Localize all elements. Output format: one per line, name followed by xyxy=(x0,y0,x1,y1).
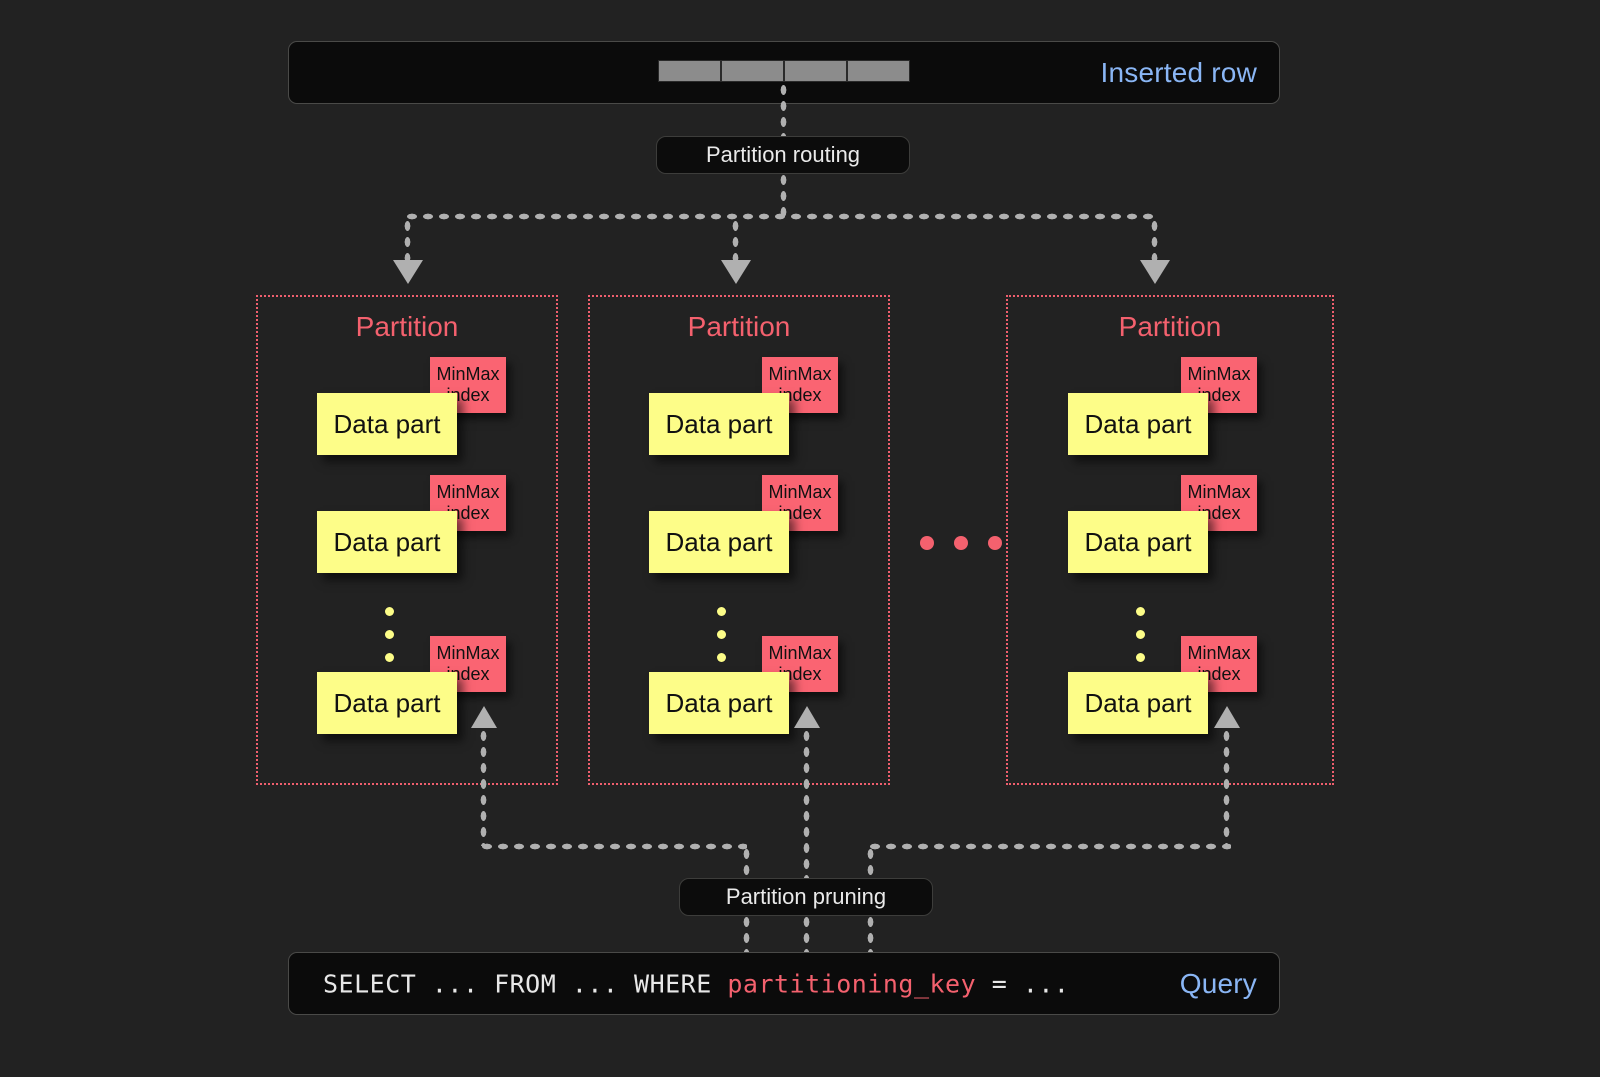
arrow-down-icon xyxy=(721,260,751,284)
vertical-ellipsis xyxy=(1136,607,1145,662)
data-part-box: Data part xyxy=(649,393,789,455)
partition-title: Partition xyxy=(687,311,791,342)
ellipsis-dot xyxy=(1136,630,1145,639)
dotted-connector-icon xyxy=(779,172,788,218)
ellipsis-dot xyxy=(385,630,394,639)
ellipsis-dot xyxy=(717,607,726,616)
partition-title: Partition xyxy=(355,311,459,342)
arrow-down-icon xyxy=(393,260,423,284)
dotted-connector-icon xyxy=(404,212,1159,221)
data-part-box: Data part xyxy=(317,672,457,734)
row-cell xyxy=(721,60,784,82)
inserted-row-label: Inserted row xyxy=(1100,56,1257,88)
dotted-connector-icon xyxy=(742,846,751,882)
dotted-connector-icon xyxy=(731,218,740,264)
dotted-connector-icon xyxy=(1222,728,1231,846)
dotted-connector-icon xyxy=(779,82,788,138)
vertical-ellipsis xyxy=(385,607,394,662)
ellipsis-dot xyxy=(1136,607,1145,616)
ellipsis-dot xyxy=(717,653,726,662)
dotted-connector-icon xyxy=(866,846,875,882)
arrow-up-icon xyxy=(794,706,820,728)
inserted-row-cells xyxy=(658,60,910,82)
ellipsis-dot xyxy=(1136,653,1145,662)
ellipsis-dot xyxy=(954,536,968,550)
dotted-connector-icon xyxy=(742,914,751,952)
ellipsis-dot xyxy=(920,536,934,550)
arrow-down-icon xyxy=(1140,260,1170,284)
data-part-box: Data part xyxy=(1068,393,1208,455)
query-bar: SELECT ... FROM ... WHERE partitioning_k… xyxy=(288,952,1280,1015)
data-part-box: Data part xyxy=(1068,672,1208,734)
dotted-connector-icon xyxy=(866,914,875,952)
row-cell xyxy=(658,60,721,82)
arrow-up-icon xyxy=(471,706,497,728)
arrow-up-icon xyxy=(1214,706,1240,728)
dotted-connector-icon xyxy=(479,842,747,851)
partition-routing-box: Partition routing xyxy=(656,136,910,174)
data-part-box: Data part xyxy=(649,672,789,734)
query-suffix: = ... xyxy=(976,969,1070,998)
data-part-box: Data part xyxy=(649,511,789,573)
ellipsis-dot xyxy=(385,607,394,616)
vertical-ellipsis xyxy=(717,607,726,662)
query-partitioning-key: partitioning_key xyxy=(727,969,977,998)
ellipsis-dot xyxy=(717,630,726,639)
data-part-box: Data part xyxy=(1068,511,1208,573)
query-prefix: SELECT ... FROM ... WHERE xyxy=(323,969,728,998)
dotted-connector-icon xyxy=(1150,218,1159,264)
dotted-connector-icon xyxy=(802,728,811,878)
row-cell xyxy=(784,60,847,82)
dotted-connector-icon xyxy=(802,914,811,952)
dotted-connector-icon xyxy=(403,218,412,264)
dotted-connector-icon xyxy=(479,728,488,846)
query-sql-text: SELECT ... FROM ... WHERE partitioning_k… xyxy=(323,969,1069,998)
partition-pruning-box: Partition pruning xyxy=(679,878,933,916)
ellipsis-dot xyxy=(988,536,1002,550)
query-label: Query xyxy=(1179,967,1257,999)
partition-title: Partition xyxy=(1118,311,1222,342)
data-part-box: Data part xyxy=(317,393,457,455)
between-partitions-ellipsis xyxy=(920,536,1002,550)
dotted-connector-icon xyxy=(867,842,1231,851)
row-cell xyxy=(847,60,910,82)
ellipsis-dot xyxy=(385,653,394,662)
data-part-box: Data part xyxy=(317,511,457,573)
